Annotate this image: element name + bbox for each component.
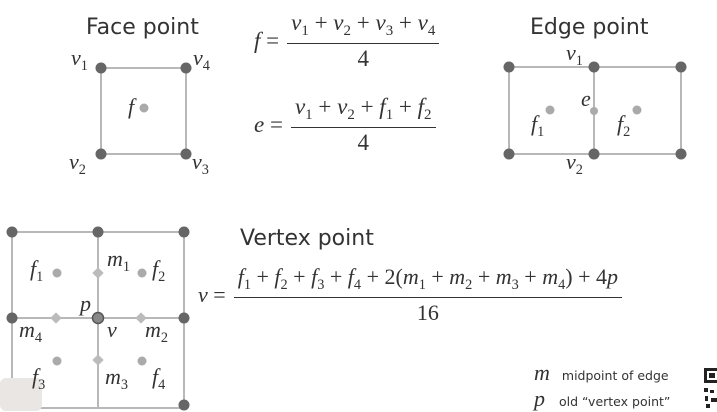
grid-vertex-tl <box>6 226 18 238</box>
grid-vertex-tr <box>178 226 190 238</box>
midpoint-m3 <box>92 354 104 366</box>
vertex-label-m3: m3 <box>105 364 129 393</box>
legend-symbol-p: p <box>534 386 545 411</box>
legend-item-old-vertex: p old “vertex point” <box>534 386 670 412</box>
grid-face-point-f4 <box>137 356 147 366</box>
edge-vertex-tl <box>503 61 515 73</box>
face-point-f <box>139 103 149 113</box>
face-point-formula: f = v1 + v2 + v3 + v4 4 <box>254 10 440 72</box>
vertex-formula-fraction: f1 + f2 + f3 + f4 + 2(m1 + m2 + m3 + m4)… <box>233 264 622 326</box>
face-label-v2: v2 <box>69 149 86 178</box>
face-vertex-v3 <box>180 148 192 160</box>
grid-vertex-tm <box>92 226 104 238</box>
edge-point-e <box>590 107 598 115</box>
vertex-label-m2: m2 <box>145 317 169 346</box>
edge-formula-fraction: v1 + v2 + f1 + f2 4 <box>290 94 436 156</box>
edge-label-v2: v2 <box>566 149 583 178</box>
face-label-f: f <box>128 94 135 119</box>
face-vertex-v2 <box>95 148 107 160</box>
vertex-label-m1: m1 <box>107 246 131 275</box>
vertex-point-formula: v = f1 + f2 + f3 + f4 + 2(m1 + m2 + m3 +… <box>198 264 622 326</box>
edge-face-point-f2 <box>632 105 642 115</box>
face-vertex-v1 <box>95 62 107 74</box>
legend-text-midpoint: midpoint of edge <box>561 368 669 383</box>
midpoint-m2 <box>135 312 147 324</box>
face-label-v3: v3 <box>192 149 209 178</box>
midpoint-m4 <box>50 312 62 324</box>
legend-symbol-m: m <box>534 360 550 385</box>
vertex-formula-lhs: v = <box>198 282 226 307</box>
vertex-label-p: p <box>80 291 91 316</box>
face-label-v4: v4 <box>193 45 210 74</box>
edge-point-title: Edge point <box>530 15 649 40</box>
webcam-overlay <box>0 378 42 411</box>
grid-face-point-f2 <box>137 268 147 278</box>
old-vertex-point-p <box>91 311 105 325</box>
edge-face-point-f1 <box>545 105 555 115</box>
vertex-label-f4: f4 <box>152 364 166 393</box>
vertex-label-f3: f3 <box>32 364 46 393</box>
face-formula-fraction: v1 + v2 + v3 + v4 4 <box>287 10 440 72</box>
edge-vertex-v1 <box>588 61 600 73</box>
face-formula-lhs: f = <box>254 28 280 54</box>
edge-label-e: e <box>581 86 591 111</box>
grid-vertex-br <box>178 399 190 411</box>
vertex-label-f2: f2 <box>152 256 166 285</box>
vertex-label-m4: m4 <box>19 317 43 346</box>
edge-vertex-br <box>675 148 687 160</box>
edge-label-f1: f1 <box>531 111 545 140</box>
grid-face-point-f1 <box>52 268 62 278</box>
vertex-label-v: v <box>107 317 117 342</box>
face-point-title: Face point <box>86 15 199 40</box>
vertex-formula-denominator: 16 <box>233 297 622 326</box>
edge-vertex-tr <box>675 61 687 73</box>
legend-text-old-vertex: old “vertex point” <box>559 394 671 409</box>
edge-label-v1: v1 <box>566 40 583 69</box>
edge-vertex-v2 <box>588 148 600 160</box>
face-formula-denominator: 4 <box>287 43 440 72</box>
edge-point-formula: e = v1 + v2 + f1 + f2 4 <box>254 94 436 156</box>
face-label-v1: v1 <box>71 45 88 74</box>
edge-vertex-bl <box>503 148 515 160</box>
vertex-point-title: Vertex point <box>240 226 374 251</box>
face-point-square <box>100 67 187 155</box>
grid-face-point-f3 <box>52 356 62 366</box>
midpoint-m1 <box>92 267 104 279</box>
qr-code-fragment <box>704 368 717 408</box>
edge-formula-denominator: 4 <box>290 127 436 156</box>
grid-vertex-mr <box>178 312 190 324</box>
face-vertex-v4 <box>180 62 192 74</box>
edge-label-f2: f2 <box>617 111 631 140</box>
edge-formula-lhs: e = <box>254 112 283 138</box>
vertex-label-f1: f1 <box>30 256 44 285</box>
legend-item-midpoint: m midpoint of edge <box>534 360 669 386</box>
grid-vertex-ml <box>6 312 18 324</box>
